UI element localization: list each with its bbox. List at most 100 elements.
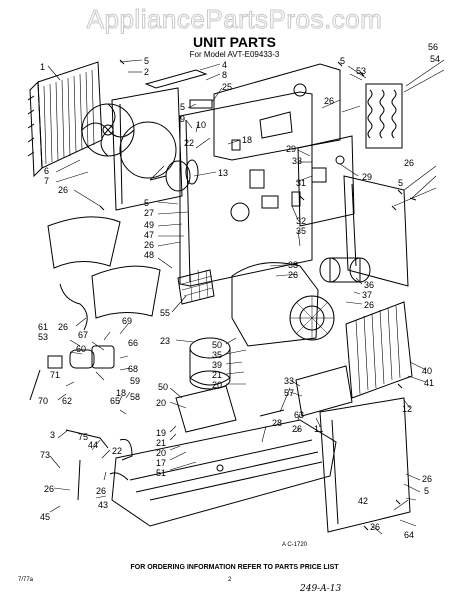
callout-56: 56: [428, 42, 438, 52]
callout-13: 13: [218, 168, 228, 178]
callout-11: 11: [314, 424, 323, 434]
air-duct: [91, 265, 161, 319]
evaporator-coil: [345, 301, 413, 399]
blower-motor: [319, 257, 371, 283]
callout-74: 75: [78, 432, 88, 442]
callout-70: 70: [38, 396, 48, 406]
callout-25: 26: [58, 185, 68, 195]
callout-48: 50: [212, 340, 222, 350]
callout-18: 19: [156, 428, 166, 438]
bracket: [189, 99, 213, 109]
leader-lines: [47, 59, 445, 535]
callout-69: 69: [122, 316, 132, 326]
callout-22: 22: [184, 138, 194, 148]
callout-16: 17: [156, 458, 166, 468]
bolt: [109, 472, 129, 481]
callout-49: 49: [144, 220, 154, 230]
callout-8: 8: [222, 70, 227, 80]
callout-1: 1: [40, 62, 45, 72]
callout-40: 40: [422, 366, 432, 376]
fan-shroud: [111, 87, 183, 211]
callout-5e: 5: [398, 178, 403, 188]
callout-72: 73: [40, 450, 50, 460]
drain-pan: [295, 365, 353, 417]
partition-panel: [319, 397, 411, 533]
callout-25j: 26: [96, 486, 106, 496]
callout-26: 27: [144, 208, 154, 218]
callout-29: 29: [362, 172, 372, 182]
callout-41: 41: [424, 378, 434, 388]
diagram-title: UNIT PARTS: [193, 34, 276, 50]
callout-5b: 5: [180, 102, 185, 112]
callout-7: 7: [44, 176, 49, 186]
callout-20: 21: [212, 370, 222, 380]
watermark: AppliancePartsPros.com: [86, 4, 383, 35]
callout-36: 36: [364, 280, 374, 290]
callout-50: 50: [158, 382, 168, 392]
side-panel: [343, 175, 409, 287]
callout-25i: 26: [44, 484, 54, 494]
cover-plate: [175, 385, 237, 433]
capacitor-assembly: [29, 345, 115, 401]
callout-64: 64: [404, 530, 414, 540]
callout-5: 5: [144, 56, 149, 66]
upper-housing: [213, 63, 341, 161]
callout-23: 23: [160, 336, 170, 346]
callout-47: 48: [144, 250, 154, 260]
callout-32: 32: [296, 216, 306, 226]
callout-25h: 26: [58, 322, 68, 332]
callout-6: 6: [44, 166, 49, 176]
callout-45: 45: [40, 512, 50, 522]
callout-53: 53: [38, 332, 48, 342]
callout-21: 21: [156, 438, 166, 448]
callout-10: 10: [196, 120, 206, 130]
blower-wheel: [231, 262, 335, 347]
page-number: 2: [228, 577, 232, 583]
callout-25k: 26: [422, 474, 432, 484]
tube: [77, 459, 81, 501]
spring: [119, 438, 133, 461]
callout-28: 29: [286, 144, 296, 154]
callout-57: 57: [284, 388, 294, 398]
top-cover: [144, 69, 208, 89]
callout-25e: 26: [288, 270, 298, 280]
callout-60: 60: [76, 344, 86, 354]
callout-37: 37: [362, 290, 372, 300]
left-shroud: [47, 216, 121, 269]
callout-30: 33: [284, 376, 294, 386]
callout-52: 53: [356, 66, 366, 76]
corner-code: 7/77a: [18, 577, 34, 583]
callout-34: 35: [296, 226, 306, 236]
callout-62: 62: [62, 396, 72, 406]
condenser-coil: [27, 61, 103, 178]
callout-59: 59: [130, 376, 140, 386]
wire-harness: [59, 283, 88, 331]
callout-2: 2: [144, 67, 149, 77]
callout-24: 25: [222, 82, 232, 92]
heater-assembly: [365, 83, 403, 149]
callout-71: 71: [50, 370, 60, 380]
callout-66: 66: [128, 338, 138, 348]
callout-19b: 20: [156, 398, 166, 408]
model-line: For Model AVT-E09433-3: [189, 50, 280, 59]
callout-9: 9: [180, 114, 185, 124]
callout-5d: 5: [340, 56, 345, 66]
divider-panel: [179, 91, 313, 287]
callout-65: 65: [110, 396, 120, 406]
callout-51: 51: [156, 468, 166, 478]
drawing-code: A C-1720: [282, 542, 308, 548]
callout-44: 44: [88, 440, 98, 450]
callout-63: 63: [294, 410, 304, 420]
callout-19c: 20: [156, 448, 166, 458]
callout-31: 31: [296, 178, 306, 188]
sensor-bulb: [259, 409, 285, 417]
callout-25g: 26: [292, 424, 302, 434]
callout-54: 54: [430, 54, 440, 64]
callout-61: 61: [38, 322, 48, 332]
base-pan: [111, 419, 337, 527]
footer-text: FOR ORDERING INFORMATION REFER TO PARTS …: [130, 564, 339, 571]
callout-25c: 26: [324, 96, 334, 106]
callout-labels: 1 5 2 4 8 25 5 9 10 18 22 13 6 7 26 5 27…: [38, 42, 440, 540]
